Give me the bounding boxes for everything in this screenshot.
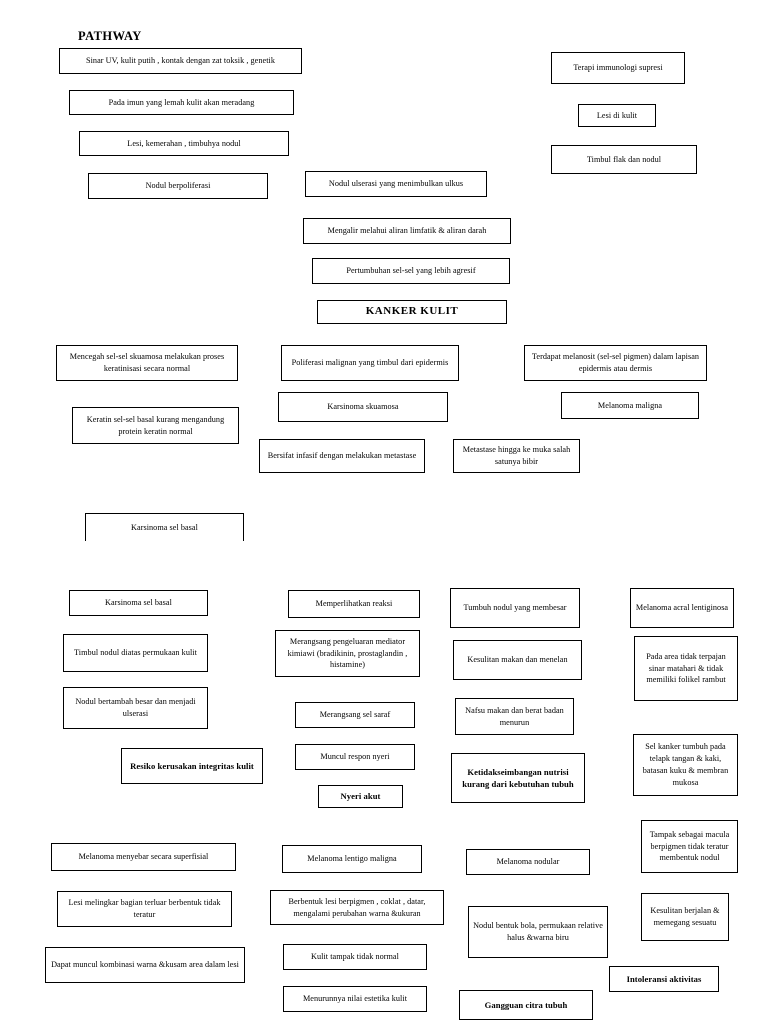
flow-node: Bersifat infasif dengan melakukan metast…: [259, 439, 425, 473]
flow-node-label: Poliferasi malignan yang timbul dari epi…: [291, 358, 449, 368]
flow-node: Ketidakseimbangan nutrisi kurang dari ke…: [451, 753, 585, 803]
flow-node-label: Berbentuk lesi berpigmen , coklat , data…: [288, 896, 426, 918]
flow-node-label: Tampak sebagai macula berpigmen tidak te…: [649, 829, 730, 863]
flow-node-label: Mengalir melahui aliran limfatik & alira…: [327, 226, 487, 236]
flow-node-label: Sinar UV, kulit putih , kontak dengan za…: [86, 56, 275, 66]
flow-node-label: Pada imun yang lemah kulit akan meradang: [108, 97, 255, 107]
flow-node: Melanoma menyebar secara superfisial: [51, 843, 236, 871]
flow-node: Pertumbuhan sel-sel yang lebih agresif: [312, 258, 510, 284]
flow-node: Lesi di kulit: [578, 104, 656, 127]
flow-node: Nodul bentuk bola, permukaan relative ha…: [468, 906, 608, 958]
flow-node: Tampak sebagai macula berpigmen tidak te…: [641, 820, 738, 873]
flow-node-label: Timbul nodul diatas permukaan kulit: [74, 648, 197, 658]
flow-node-label: Lesi, kemerahan , timbuhya nodul: [127, 138, 241, 148]
flow-node-label: Mencegah sel-sel skuamosa melakukan pros…: [69, 352, 225, 373]
flow-node-label: Kesulitan makan dan menelan: [467, 655, 568, 665]
flow-node: Kulit tampak tidak normal: [283, 944, 427, 970]
flow-node-label: Gangguan citra tubuh: [484, 999, 568, 1010]
flow-node-label: Karsinoma sel basal: [105, 598, 172, 608]
flow-node: Karsinoma sel basal: [69, 590, 208, 616]
flow-node: Poliferasi malignan yang timbul dari epi…: [281, 345, 459, 381]
flow-node-label: Terdapat melanosit (sel-sel pigmen) dala…: [531, 352, 700, 373]
flow-node: Muncul respon nyeri: [295, 744, 415, 770]
flow-node-label: Melanoma acral lentiginosa: [635, 603, 729, 613]
flow-node: Dapat muncul kombinasi warna &kusam area…: [45, 947, 245, 983]
flow-node: Nodul bertambah besar dan menjadi ulsera…: [63, 687, 208, 729]
flow-node: Intoleransi aktivitas: [609, 966, 719, 992]
flow-node: Melanoma acral lentiginosa: [630, 588, 734, 628]
flow-node: Nafsu makan dan berat badan menurun: [455, 698, 574, 735]
flow-node: Metastase hingga ke muka salah satunya b…: [453, 439, 580, 473]
flow-node-label: Nodul bentuk bola, permukaan relative ha…: [473, 921, 603, 942]
flow-node: Sinar UV, kulit putih , kontak dengan za…: [59, 48, 302, 74]
flow-node-label: Kulit tampak tidak normal: [311, 952, 399, 962]
flow-node: Nodul ulserasi yang menimbulkan ulkus: [305, 171, 487, 197]
flow-node: Nyeri akut: [318, 785, 403, 808]
flow-node-label: KANKER KULIT: [365, 305, 459, 318]
flow-node: Nodul berpoliferasi: [88, 173, 268, 199]
flow-node: Karsinoma skuamosa: [278, 392, 448, 422]
flow-node-label: Melanoma nodular: [496, 857, 560, 867]
flow-node-label: Nyeri akut: [340, 791, 381, 802]
flow-node-label: Nodul berpoliferasi: [145, 181, 211, 191]
flow-node: Keratin sel-sel basal kurang mengandung …: [72, 407, 239, 444]
flow-node-label: Keratin sel-sel basal kurang mengandung …: [86, 414, 225, 436]
flow-node-label: Muncul respon nyeri: [320, 752, 390, 762]
flow-node-label: Resiko kerusakan integritas kulit: [130, 760, 254, 771]
flow-node-label: Tumbuh nodul yang membesar: [463, 603, 567, 613]
flow-node-label: Menurunnya nilai estetika kulit: [302, 994, 408, 1004]
flow-node: Karsinoma sel basal: [85, 513, 244, 541]
flow-node-label: Timbul flak dan nodul: [586, 154, 662, 164]
flow-node-label: Intoleransi aktivitas: [626, 973, 702, 984]
flow-node: Lesi, kemerahan , timbuhya nodul: [79, 131, 289, 156]
flow-node-label: Melanoma lentigo maligna: [307, 854, 397, 864]
flow-node: Merangsang sel saraf: [295, 702, 415, 728]
flow-node: Melanoma maligna: [561, 392, 699, 419]
flow-node: Mencegah sel-sel skuamosa melakukan pros…: [56, 345, 238, 381]
flow-node: Pada imun yang lemah kulit akan meradang: [69, 90, 294, 115]
flow-node: Terdapat melanosit (sel-sel pigmen) dala…: [524, 345, 707, 381]
flow-node: Gangguan citra tubuh: [459, 990, 593, 1020]
flow-node-label: Karsinoma sel basal: [131, 522, 198, 532]
flow-node: Melanoma nodular: [466, 849, 590, 875]
flow-node-label: Memperlihatkan reaksi: [315, 599, 393, 609]
flow-node-label: Lesi di kulit: [596, 110, 638, 120]
flow-node: KANKER KULIT: [317, 300, 507, 324]
flow-node: Kesulitan berjalan & memegang sesuatu: [641, 893, 729, 941]
flow-node: Tumbuh nodul yang membesar: [450, 588, 580, 628]
flow-node-label: Lesi melingkar bagian terluar berbentuk …: [68, 898, 221, 919]
flow-node: Timbul nodul diatas permukaan kulit: [63, 634, 208, 672]
flow-node-label: Dapat muncul kombinasi warna &kusam area…: [51, 960, 239, 970]
flow-node: Memperlihatkan reaksi: [288, 590, 420, 618]
flow-node: Resiko kerusakan integritas kulit: [121, 748, 263, 784]
flow-node-label: Metastase hingga ke muka salah satunya b…: [462, 445, 571, 466]
flow-node-label: Nafsu makan dan berat badan menurun: [465, 705, 564, 727]
flow-node: Melanoma lentigo maligna: [282, 845, 422, 873]
flow-node: Lesi melingkar bagian terluar berbentuk …: [57, 891, 232, 927]
flow-node-label: Kesulitan berjalan & memegang sesuatu: [650, 906, 720, 927]
flow-node: Merangsang pengeluaran mediator kimiawi …: [275, 630, 420, 677]
flow-node-label: Karsinoma skuamosa: [327, 402, 399, 412]
flow-node: Sel kanker tumbuh pada telapk tangan & k…: [633, 734, 738, 796]
flow-node-label: Ketidakseimbangan nutrisi kurang dari ke…: [462, 766, 574, 789]
flow-node: Kesulitan makan dan menelan: [453, 640, 582, 680]
flow-node: Timbul flak dan nodul: [551, 145, 697, 174]
flow-node: Pada area tidak terpajan sinar matahari …: [634, 636, 738, 701]
flow-node-label: Pertumbuhan sel-sel yang lebih agresif: [346, 266, 476, 276]
flow-node-label: Bersifat infasif dengan melakukan metast…: [267, 451, 417, 461]
flow-node-label: Melanoma maligna: [597, 400, 663, 410]
flow-node: Menurunnya nilai estetika kulit: [283, 986, 427, 1012]
flow-node: Mengalir melahui aliran limfatik & alira…: [303, 218, 511, 244]
flow-node-label: Pada area tidak terpajan sinar matahari …: [646, 651, 726, 685]
flow-node-label: Nodul bertambah besar dan menjadi ulsera…: [75, 697, 196, 718]
flow-node: Terapi immunologi supresi: [551, 52, 685, 84]
flow-node-label: Sel kanker tumbuh pada telapk tangan & k…: [642, 742, 729, 787]
flow-node: Berbentuk lesi berpigmen , coklat , data…: [270, 890, 444, 925]
flow-node-label: Nodul ulserasi yang menimbulkan ulkus: [328, 179, 464, 189]
flow-node-label: Merangsang pengeluaran mediator kimiawi …: [287, 636, 408, 670]
page-title: PATHWAY: [78, 29, 142, 43]
flow-node-label: Melanoma menyebar secara superfisial: [78, 852, 209, 862]
flow-node-label: Terapi immunologi supresi: [573, 63, 663, 73]
flow-node-label: Merangsang sel saraf: [319, 710, 391, 720]
